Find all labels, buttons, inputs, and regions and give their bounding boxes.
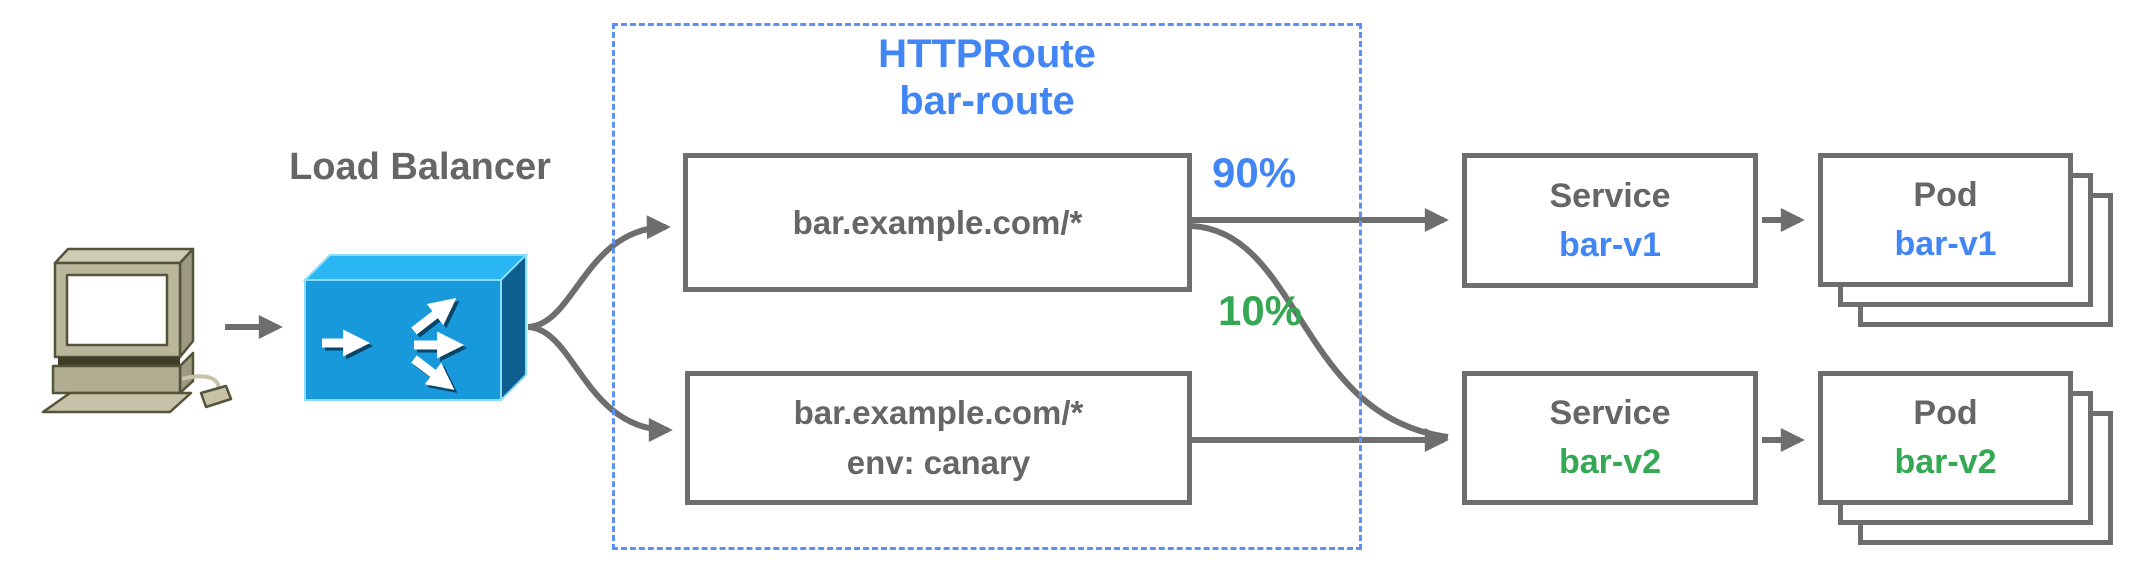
service-v2-name: bar-v2 [1558,443,1662,481]
pod-v2-name: bar-v2 [1894,443,1997,481]
httproute-name: bar-route [899,79,1075,123]
pod-v1-kind: Pod [1913,176,1978,214]
route-rule-1-box: bar.example.com/* [683,153,1192,292]
pod-bar-v2-box: Pod bar-v2 [1818,371,2073,505]
load-balancer-label: Load Balancer [289,146,551,188]
httproute-group: HTTPRoute bar-route [612,23,1362,550]
load-balancer-icon [303,253,528,403]
route-rule-1-match: bar.example.com/* [792,203,1083,241]
client-computer-icon [41,247,233,414]
service-v1-kind: Service [1549,176,1671,215]
route-rule-2-box: bar.example.com/* env: canary [685,371,1192,505]
httproute-title: HTTPRoute bar-route [615,31,1359,125]
service-bar-v2-box: Service bar-v2 [1462,371,1758,505]
weight-10-label: 10% [1218,287,1303,334]
service-bar-v1-box: Service bar-v1 [1462,153,1758,288]
route-rule-2-header-match: env: canary [846,444,1031,481]
pod-bar-v2-stack: Pod bar-v2 [1818,371,2118,551]
pod-bar-v1-box: Pod bar-v1 [1818,153,2073,287]
pod-v2-kind: Pod [1913,394,1978,432]
pod-v1-name: bar-v1 [1894,225,1997,263]
route-rule-2-match: bar.example.com/* [793,394,1084,431]
httproute-kind: HTTPRoute [878,32,1096,76]
service-v2-kind: Service [1549,394,1671,432]
weight-90-label: 90% [1212,149,1297,196]
service-v1-name: bar-v1 [1558,225,1662,264]
pod-bar-v1-stack: Pod bar-v1 [1818,153,2118,333]
